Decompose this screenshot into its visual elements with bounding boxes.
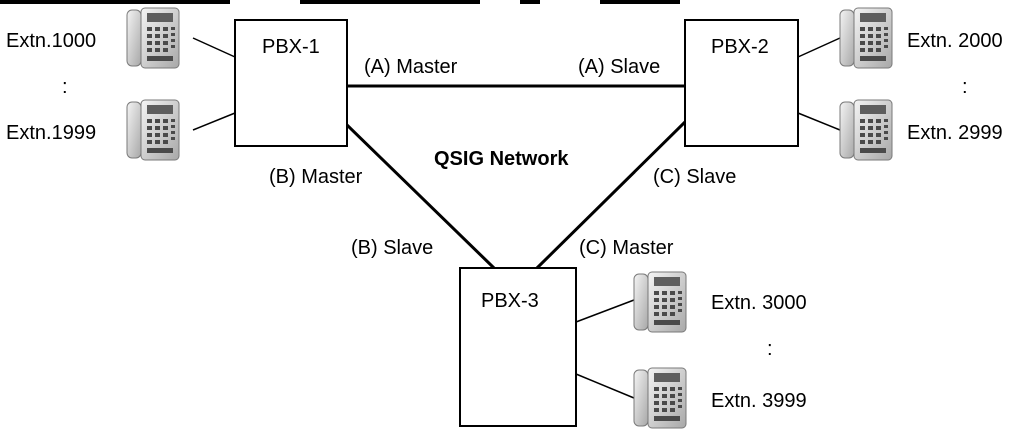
wire-2999 — [797, 112, 841, 131]
pbx-3-box — [459, 267, 577, 427]
ellipsis-bottom: : — [767, 338, 773, 360]
extension-1999-label: Extn.1999 — [6, 122, 96, 144]
link-b-slave-label: (B) Slave — [351, 237, 433, 259]
link-c — [535, 120, 687, 270]
extension-2000-label: Extn. 2000 — [907, 30, 1003, 52]
telephone-icon — [126, 7, 180, 69]
link-a-master-label: (A) Master — [364, 56, 458, 78]
network-label: QSIG Network — [434, 148, 569, 170]
pbx-2-label: PBX-2 — [711, 36, 769, 58]
pbx-3-label: PBX-3 — [481, 290, 539, 312]
wire-1999 — [192, 112, 236, 131]
wire-1000 — [192, 37, 236, 58]
telephone-icon — [633, 271, 687, 333]
ellipsis-right: : — [962, 76, 968, 98]
telephone-icon — [126, 99, 180, 161]
telephone-icon — [839, 99, 893, 161]
telephone-icon — [633, 367, 687, 429]
pbx-2-box — [684, 19, 799, 147]
extension-3999-label: Extn. 3999 — [711, 390, 807, 412]
pbx-1-box — [234, 19, 348, 147]
link-b — [345, 123, 496, 270]
link-b-master-label: (B) Master — [269, 166, 363, 188]
telephone-icon — [839, 7, 893, 69]
extension-2999-label: Extn. 2999 — [907, 122, 1003, 144]
wire-3000 — [575, 299, 635, 323]
extension-1000-label: Extn.1000 — [6, 30, 96, 52]
ellipsis-left: : — [62, 76, 68, 98]
extension-3000-label: Extn. 3000 — [711, 292, 807, 314]
pbx-1-label: PBX-1 — [262, 36, 320, 58]
wire-3999 — [575, 373, 635, 399]
link-a-slave-label: (A) Slave — [578, 56, 660, 78]
wire-2000 — [797, 37, 841, 58]
link-c-master-label: (C) Master — [579, 237, 674, 259]
link-c-slave-label: (C) Slave — [653, 166, 736, 188]
